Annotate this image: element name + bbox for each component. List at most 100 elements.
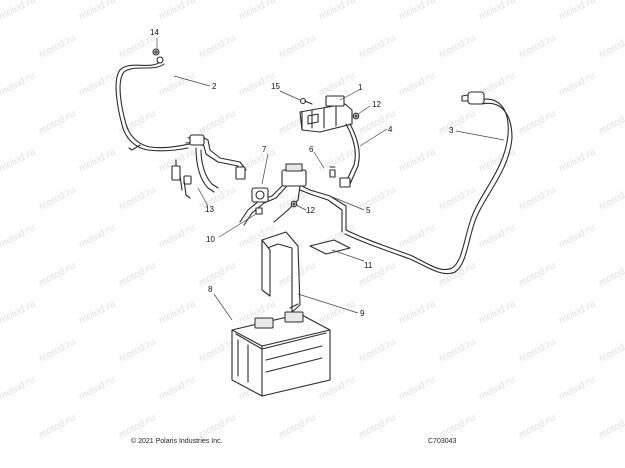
watermark-text: motod.ru <box>0 222 37 250</box>
callout-6: 6 <box>309 145 314 154</box>
watermark-text: motod.ru <box>517 108 557 136</box>
nut-part-14 <box>152 48 160 56</box>
watermark-text: motod.ru <box>597 184 625 212</box>
callout-10: 10 <box>206 235 215 244</box>
watermark-text: motod.ru <box>477 222 517 250</box>
drawing-code: C703043 <box>428 438 457 445</box>
watermark-text: motod.ru <box>557 374 597 402</box>
watermark-text: motod.ru <box>157 222 197 250</box>
watermark-text: motod.ru <box>397 374 437 402</box>
bolt-part-6 <box>329 166 336 178</box>
watermark-text: motod.ru <box>517 336 557 364</box>
nut-part-12-upper <box>352 112 360 120</box>
watermark-text: motod.ru <box>517 32 557 60</box>
watermark-text: motod.ru <box>437 108 477 136</box>
watermark-text: motod.ru <box>37 336 77 364</box>
watermark-text: motod.ru <box>197 108 237 136</box>
watermark-text: motod.ru <box>557 70 597 98</box>
watermark-text: motod.ru <box>437 336 477 364</box>
callout-8: 8 <box>208 285 213 294</box>
callout-15: 15 <box>271 82 280 91</box>
watermark-text: motod.ru <box>77 222 117 250</box>
watermark-text: motod.ru <box>277 412 317 440</box>
screw-part-15 <box>299 97 313 105</box>
watermark-text: motod.ru <box>0 0 37 23</box>
wire-harness-part-13 <box>171 134 247 199</box>
watermark-text: motod.ru <box>197 260 237 288</box>
watermark-text: motod.ru <box>37 32 77 60</box>
watermark-text: motod.ru <box>237 0 277 23</box>
watermark-text: motod.ru <box>197 336 237 364</box>
watermark-text: motod.ru <box>117 260 157 288</box>
watermark-text: motod.ru <box>557 0 597 23</box>
watermark-text: motod.ru <box>517 184 557 212</box>
pad-part-11 <box>309 239 351 255</box>
watermark-text: motod.ru <box>437 32 477 60</box>
watermark-text: motod.ru <box>77 0 117 23</box>
watermark-text: motod.ru <box>117 184 157 212</box>
watermark-text: motod.ru <box>557 298 597 326</box>
callout-12-upper: 12 <box>372 100 381 109</box>
copyright-text: © 2021 Polaris Industries Inc. <box>131 438 223 445</box>
fuse-block-part-1 <box>299 95 353 133</box>
callouts: 14 2 3 4 5 6 7 8 9 10 11 12 12 13 15 1 <box>150 28 454 318</box>
watermark-text: motod.ru <box>597 108 625 136</box>
watermark-text: motod.ru <box>597 32 625 60</box>
watermark-text: motod.ru <box>77 146 117 174</box>
callout-12-lower: 12 <box>306 206 315 215</box>
watermark-text: motod.ru <box>0 146 37 174</box>
watermark-text: motod.ru <box>117 412 157 440</box>
watermark-text: motod.ru <box>37 108 77 136</box>
callout-7: 7 <box>262 145 267 154</box>
watermark-text: motod.ru <box>357 32 397 60</box>
watermark-text: motod.ru <box>357 184 397 212</box>
watermark-text: motod.ru <box>397 70 437 98</box>
watermark-text: motod.ru <box>197 412 237 440</box>
watermark-text: motod.ru <box>597 412 625 440</box>
callout-13: 13 <box>205 205 214 214</box>
cable-part-4 <box>339 123 360 188</box>
watermark-text: motod.ru <box>397 298 437 326</box>
watermark-text: motod.ru <box>77 70 117 98</box>
callout-4: 4 <box>388 125 393 134</box>
watermark-text: motod.ru <box>397 0 437 23</box>
cable-part-3 <box>344 91 513 275</box>
watermark-text: motod.ru <box>157 298 197 326</box>
callout-1: 1 <box>358 83 363 92</box>
solenoid-part-10 <box>251 187 269 215</box>
watermark-text: motod.ru <box>157 374 197 402</box>
battery-cable-part-2 <box>115 56 191 152</box>
watermark-text: motod.ru <box>557 146 597 174</box>
callout-11: 11 <box>364 261 373 270</box>
watermark-text: motod.ru <box>117 336 157 364</box>
watermark-text: motod.ru <box>437 260 477 288</box>
callout-2: 2 <box>212 82 217 91</box>
watermark-text: motod.ru <box>317 0 357 23</box>
watermark-text: motod.ru <box>597 260 625 288</box>
watermark-text: motod.ru <box>197 32 237 60</box>
nut-part-12-lower <box>290 200 298 208</box>
watermark-text: motod.ru <box>0 70 37 98</box>
watermark-text: motod.ru <box>397 222 437 250</box>
watermark-text: motod.ru <box>437 412 477 440</box>
watermark-text: motod.ru <box>277 32 317 60</box>
watermark-text: motod.ru <box>37 184 77 212</box>
watermark-text: motod.ru <box>397 146 437 174</box>
callout-9: 9 <box>360 309 365 318</box>
watermark-text: motod.ru <box>357 336 397 364</box>
watermark-text: motod.ru <box>357 412 397 440</box>
watermark-text: motod.ru <box>477 0 517 23</box>
watermark-text: motod.ru <box>477 298 517 326</box>
callout-5: 5 <box>366 206 371 215</box>
watermark-text: motod.ru <box>477 374 517 402</box>
watermark-text: motod.ru <box>317 298 357 326</box>
battery-part-8 <box>231 311 331 397</box>
watermark-text: motod.ru <box>437 184 477 212</box>
leader-lines <box>156 38 505 321</box>
watermark-text: motod.ru <box>77 374 117 402</box>
watermark-text: motod.ru <box>197 184 237 212</box>
watermark-text: motod.ru <box>517 260 557 288</box>
watermark-text: motod.ru <box>157 0 197 23</box>
watermark-text: motod.ru <box>0 374 37 402</box>
